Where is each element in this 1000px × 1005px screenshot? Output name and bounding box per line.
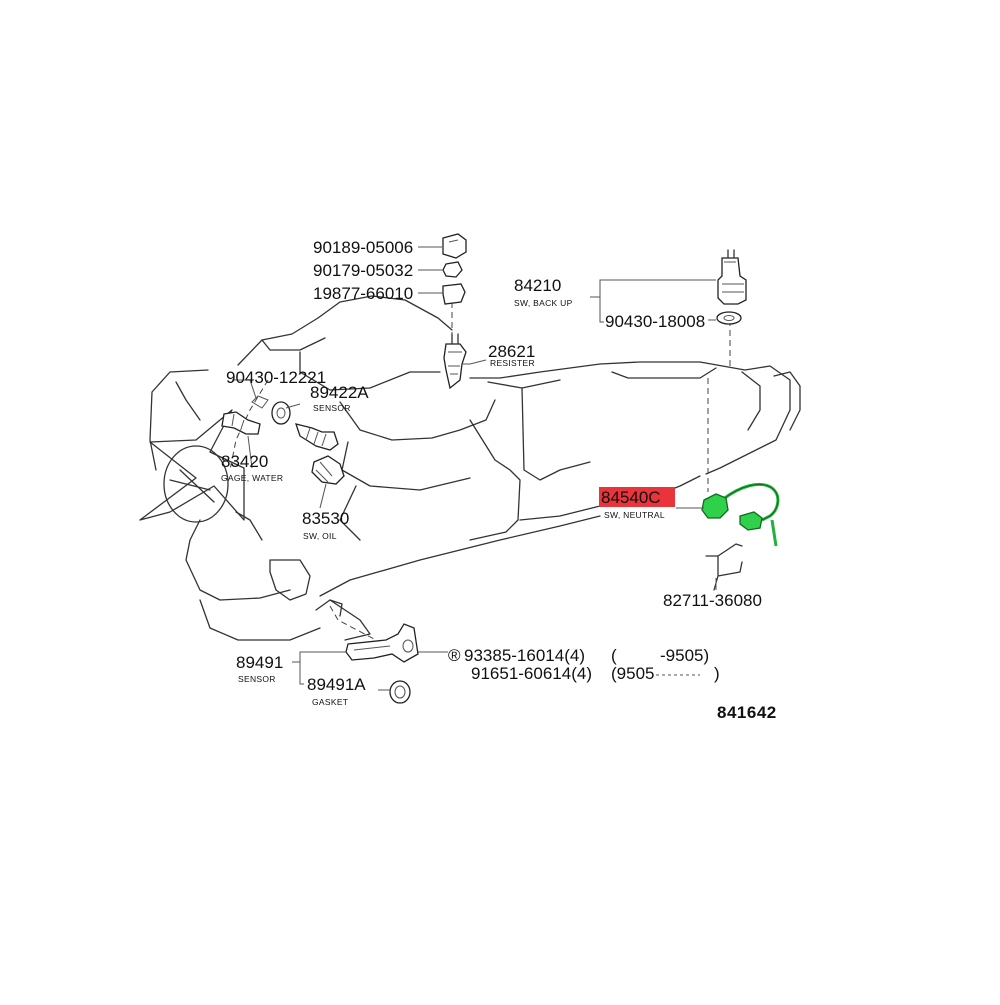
part-number-91651-60614[interactable]: 91651-60614(4) [471,664,592,683]
part-number-90189-05006[interactable]: 90189-05006 [313,238,413,257]
part-name-83530: SW, OIL [303,531,337,541]
part-84540C-graphic[interactable] [701,483,780,547]
part-89491A-graphic[interactable] [389,680,411,704]
part-name-83420: GAGE, WATER [221,473,283,483]
part-name-84540C: SW, NEUTRAL [604,510,665,520]
highlight-box [599,487,675,507]
part-84210-graphic[interactable] [717,249,747,305]
part-number-83420[interactable]: 83420 [221,452,268,471]
part-number-90430-18008[interactable]: 90430-18008 [605,312,705,331]
diagram-number: 841642 [717,703,777,722]
part-82711-36080-graphic[interactable] [705,543,743,591]
part-symbol-93385: ® [448,646,461,665]
part-number-84540C[interactable]: 84540C [601,488,661,507]
part-number-93385-16014[interactable]: 93385-16014(4) [464,646,585,665]
part-name-84210: SW, BACK UP [514,298,573,308]
part-name-89491A: GASKET [312,697,348,707]
range-91651-open: (9505 [611,664,654,683]
part-89422A-graphic[interactable] [295,423,339,451]
part-number-19877-66010[interactable]: 19877-66010 [313,284,413,303]
part-83420-graphic[interactable] [221,411,261,435]
part-labels: 90189-05006 90179-05032 19877-66010 8421… [221,238,777,722]
part-number-82711-36080[interactable]: 82711-36080 [663,591,762,610]
part-number-89491A[interactable]: 89491A [307,675,366,694]
dashed-leader-lines [229,302,731,641]
part-90189-05006-graphic[interactable] [442,233,467,259]
part-28621-graphic[interactable] [443,333,467,390]
part-number-90179-05032[interactable]: 90179-05032 [313,261,413,280]
part-number-28621[interactable]: 28621 [488,342,535,361]
part-name-28621: RESISTER [490,358,535,368]
range-91651-close: ) [714,664,720,683]
part-number-84210[interactable]: 84210 [514,276,561,295]
part-19877-66010-graphic[interactable] [442,283,466,305]
part-number-90430-12221[interactable]: 90430-12221 [226,368,326,387]
part-90179-05032-graphic[interactable] [442,261,463,278]
part-name-89422A: SENSOR [313,403,351,413]
callout-lines [232,246,717,691]
part-number-83530[interactable]: 83530 [302,509,349,528]
part-90430-18008-graphic[interactable] [716,311,742,325]
part-89491-graphic[interactable] [345,623,419,663]
range-93385-close: -9505) [660,646,709,665]
part-number-89491[interactable]: 89491 [236,653,283,672]
part-83530-graphic[interactable] [311,455,345,485]
part-number-89422A[interactable]: 89422A [310,383,369,402]
part-name-89491: SENSOR [238,674,276,684]
engine-assembly-outline [139,295,801,641]
range-93385-open: ( [611,646,617,665]
part-90430-12221-graphic[interactable] [251,395,291,425]
